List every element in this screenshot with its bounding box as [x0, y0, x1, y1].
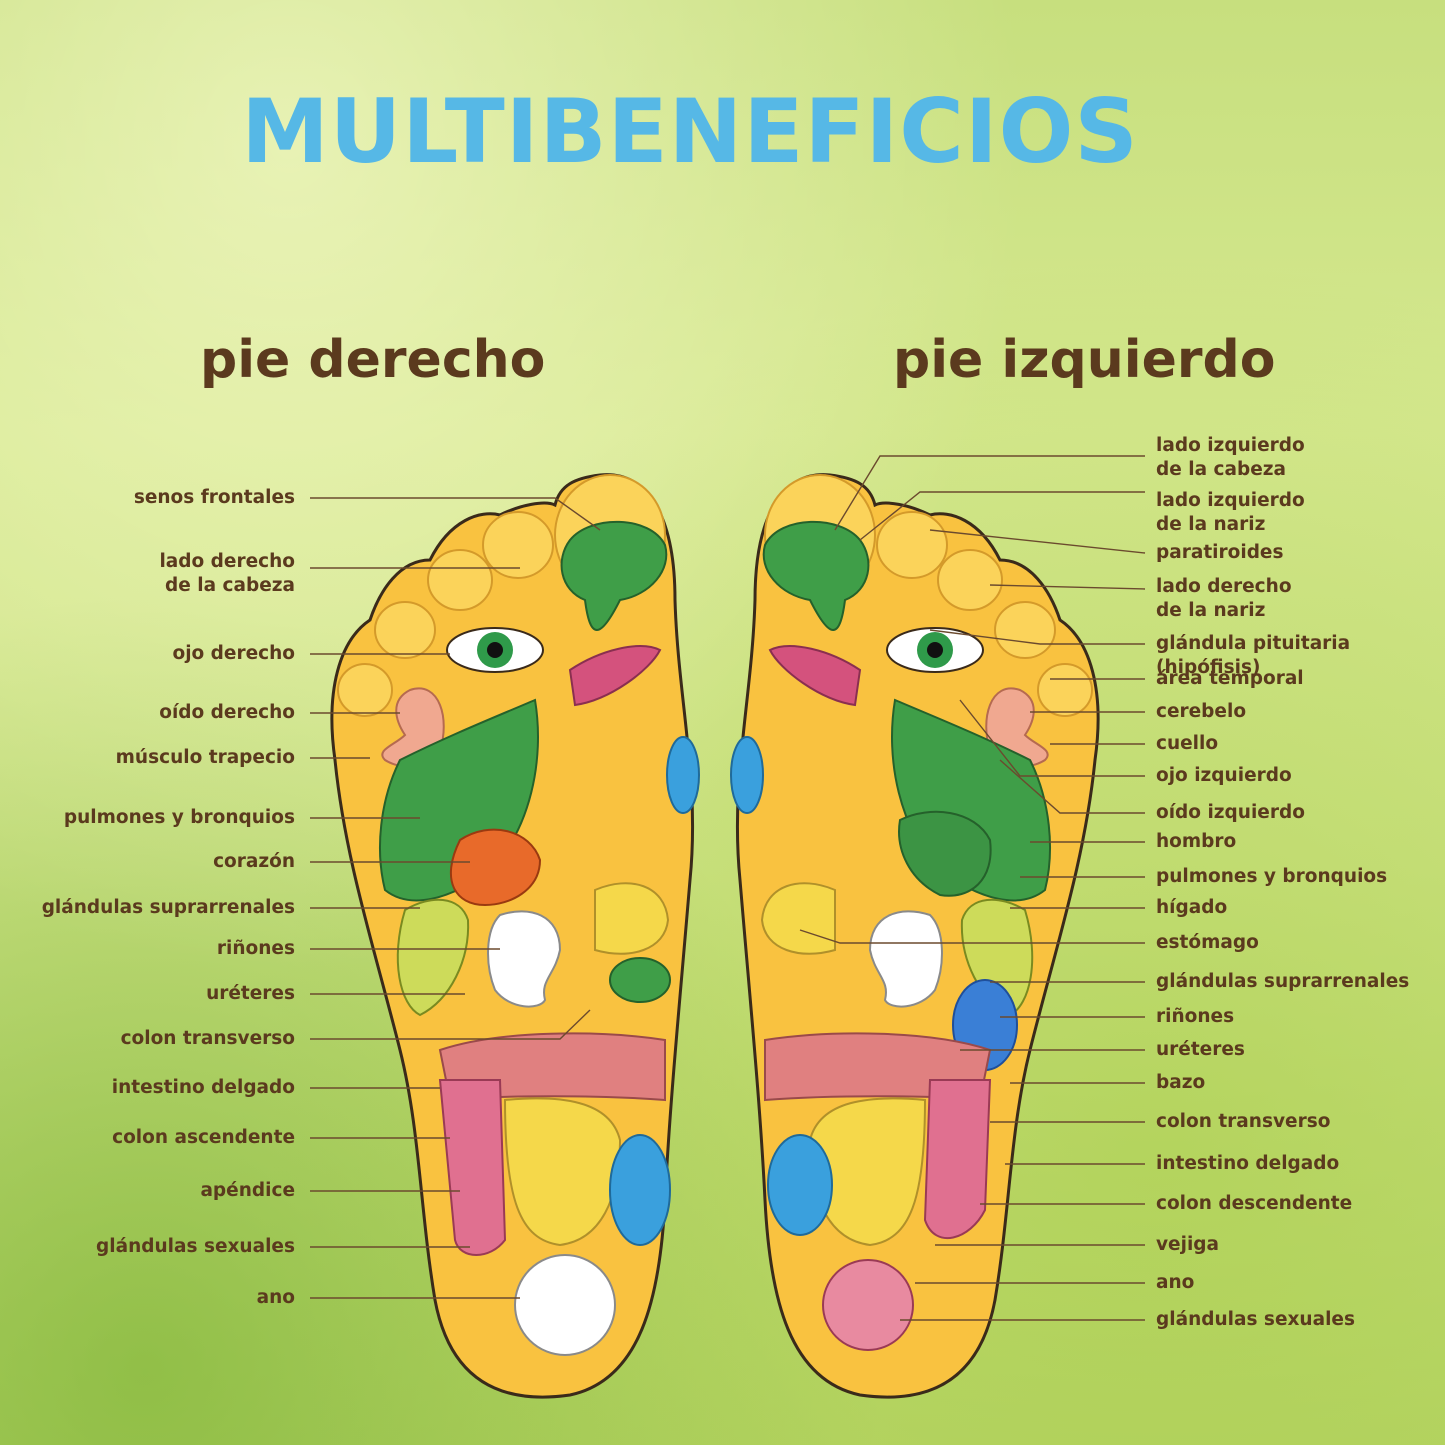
label-glandula-pituitaria: glándula pituitaria (hipófisis) — [1156, 633, 1351, 678]
label-estomago: estómago — [1156, 932, 1259, 953]
left-bladder-organ — [767, 1134, 833, 1236]
label-bazo: bazo — [1156, 1072, 1206, 1093]
right-eye-icon — [446, 627, 544, 673]
right-toe-3 — [427, 549, 493, 611]
label-musculo-trapecio: músculo trapecio — [115, 747, 295, 768]
label-glandulas-sexuales-right: glándulas sexuales — [96, 1236, 295, 1257]
label-colon-transverso-right: colon transverso — [120, 1028, 295, 1049]
left-pancreas-organ — [768, 645, 862, 707]
right-pancreas-organ — [568, 645, 662, 707]
label-lado-izquierdo-nariz: lado izquierdo de la nariz — [1156, 490, 1305, 535]
label-glandulas-sexuales-left: glándulas sexuales — [1156, 1309, 1355, 1330]
label-lado-izquierdo-cabeza: lado izquierdo de la cabeza — [1156, 435, 1305, 480]
right-foot-leader-lines — [310, 497, 601, 1299]
right-toe-2 — [482, 511, 554, 579]
right-foot — [330, 473, 700, 1399]
left-toe-5 — [1037, 663, 1093, 717]
label-lado-derecho-nariz: lado derecho de la nariz — [1156, 576, 1292, 621]
label-ojo-derecho: ojo derecho — [172, 643, 295, 664]
label-paratiroides: paratiroides — [1156, 542, 1284, 563]
label-colon-descendente: colon descendente — [1156, 1193, 1353, 1214]
right-toe-4 — [374, 601, 436, 659]
right-thyroid-organ — [666, 736, 700, 814]
label-pulmones-bronquios-right: pulmones y bronquios — [63, 807, 295, 828]
label-cuello: cuello — [1156, 733, 1219, 754]
page-title: MULTIBENEFICIOS — [241, 80, 1139, 183]
label-pulmones-bronquios-left: pulmones y bronquios — [1156, 866, 1388, 887]
right-small-intestine — [503, 1097, 622, 1247]
left-brain-organ — [762, 520, 870, 631]
left-kidney-organ — [868, 910, 943, 1008]
right-ascending-colon — [438, 1079, 507, 1256]
right-heart-organ — [450, 828, 542, 907]
right-spleen-organ — [609, 957, 671, 1003]
right-bladder-organ — [609, 1134, 671, 1246]
left-thyroid-organ — [730, 736, 764, 814]
right-toe-5 — [337, 663, 393, 717]
right-stomach-organ — [594, 882, 670, 955]
label-cerebelo: cerebelo — [1156, 701, 1247, 722]
label-rinones-left: riñones — [1156, 1006, 1235, 1027]
label-senos-frontales: senos frontales — [133, 487, 295, 508]
left-foot — [730, 473, 1100, 1399]
left-toe-4 — [994, 601, 1056, 659]
label-oido-izquierdo: oído izquierdo — [1156, 802, 1305, 823]
left-foot-heading: pie izquierdo — [893, 330, 1276, 390]
label-corazon: corazón — [213, 851, 295, 872]
label-rinones-right: riñones — [216, 938, 295, 959]
right-brain-organ — [560, 520, 668, 631]
left-toe-2 — [876, 511, 948, 579]
right-anus-organ — [514, 1254, 616, 1356]
left-descending-colon — [923, 1079, 992, 1239]
left-eye-icon — [886, 627, 984, 673]
left-foot-leader-lines — [799, 455, 1146, 1321]
label-ojo-izquierdo: ojo izquierdo — [1156, 765, 1292, 786]
right-kidney-organ — [487, 910, 562, 1008]
label-intestino-delgado-right: intestino delgado — [111, 1077, 295, 1098]
label-ano-left: ano — [1156, 1272, 1195, 1293]
left-heart-organ — [898, 810, 992, 897]
left-toe-3 — [937, 549, 1003, 611]
label-colon-ascendente: colon ascendente — [112, 1127, 295, 1148]
label-higado: hígado — [1156, 897, 1228, 918]
label-hombro: hombro — [1156, 831, 1237, 852]
label-glandulas-suprarrenales-left: glándulas suprarrenales — [1156, 971, 1410, 992]
left-stomach-organ — [760, 882, 836, 955]
label-colon-transverso-left: colon transverso — [1156, 1111, 1331, 1132]
left-small-intestine — [808, 1097, 927, 1247]
right-foot-heading: pie derecho — [200, 330, 546, 390]
label-ano-right: ano — [256, 1287, 295, 1308]
label-glandulas-suprarrenales-right: glándulas suprarrenales — [41, 897, 295, 918]
label-vejiga: vejiga — [1156, 1234, 1220, 1255]
label-oido-derecho: oído derecho — [159, 702, 295, 723]
left-sexual-glands-organ — [822, 1259, 914, 1351]
label-apendice: apéndice — [200, 1180, 295, 1201]
label-ureteres-left: uréteres — [1156, 1039, 1245, 1060]
label-ureteres-right: uréteres — [206, 983, 295, 1004]
label-intestino-delgado-left: intestino delgado — [1156, 1153, 1340, 1174]
right-liver-organ — [396, 898, 470, 1017]
label-lado-derecho-cabeza: lado derecho de la cabeza — [159, 551, 295, 596]
label-area-temporal: área temporal — [1156, 668, 1304, 689]
